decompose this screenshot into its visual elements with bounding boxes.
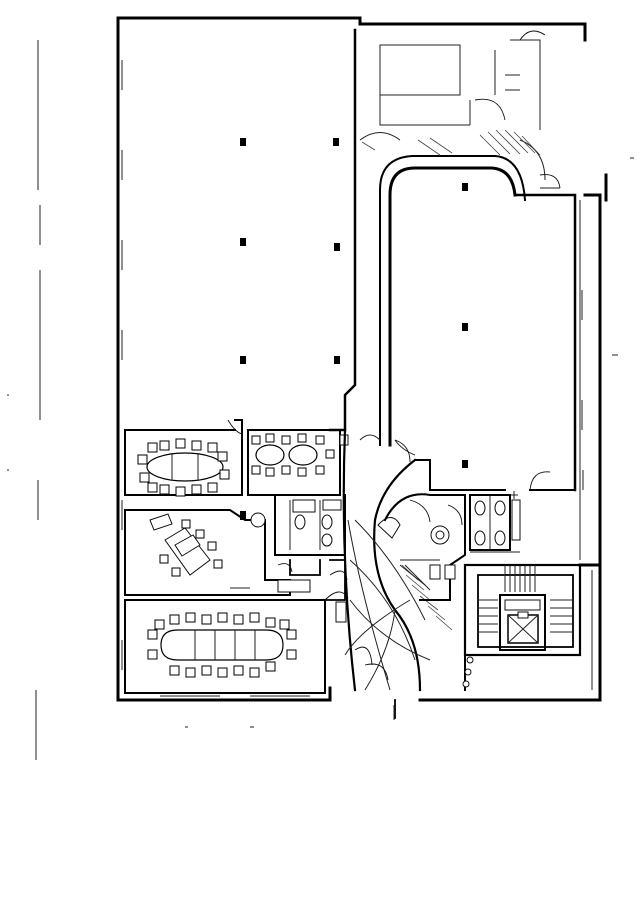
stair-elevator-core — [462, 563, 582, 691]
structural-column — [462, 183, 468, 191]
chair-group — [147, 612, 297, 678]
office-desks — [124, 509, 291, 596]
structural-column — [240, 238, 246, 246]
structural-column — [462, 323, 468, 331]
structural-column — [334, 243, 340, 251]
scan-edge-marks — [7, 40, 41, 760]
south-marks — [185, 705, 395, 728]
open-office-west — [124, 28, 357, 432]
service-area-north — [379, 30, 546, 130]
east-exterior — [579, 157, 634, 690]
open-office-east — [379, 155, 577, 499]
entry-vestibule — [359, 129, 561, 189]
central-core — [383, 493, 466, 601]
structural-column — [462, 460, 468, 468]
structural-column — [333, 138, 339, 146]
restrooms-east — [469, 494, 521, 553]
conference-room-north — [124, 419, 243, 497]
outer-walls — [116, 16, 608, 702]
restrooms — [274, 494, 349, 623]
meeting-room — [247, 429, 349, 496]
structural-column — [334, 356, 340, 364]
structural-column — [240, 511, 246, 520]
conference-room-south — [124, 599, 326, 697]
structural-column — [240, 138, 246, 146]
chair-group — [159, 519, 223, 577]
chair-group — [137, 438, 230, 497]
chair-group — [251, 433, 335, 477]
structural-column — [240, 356, 246, 364]
